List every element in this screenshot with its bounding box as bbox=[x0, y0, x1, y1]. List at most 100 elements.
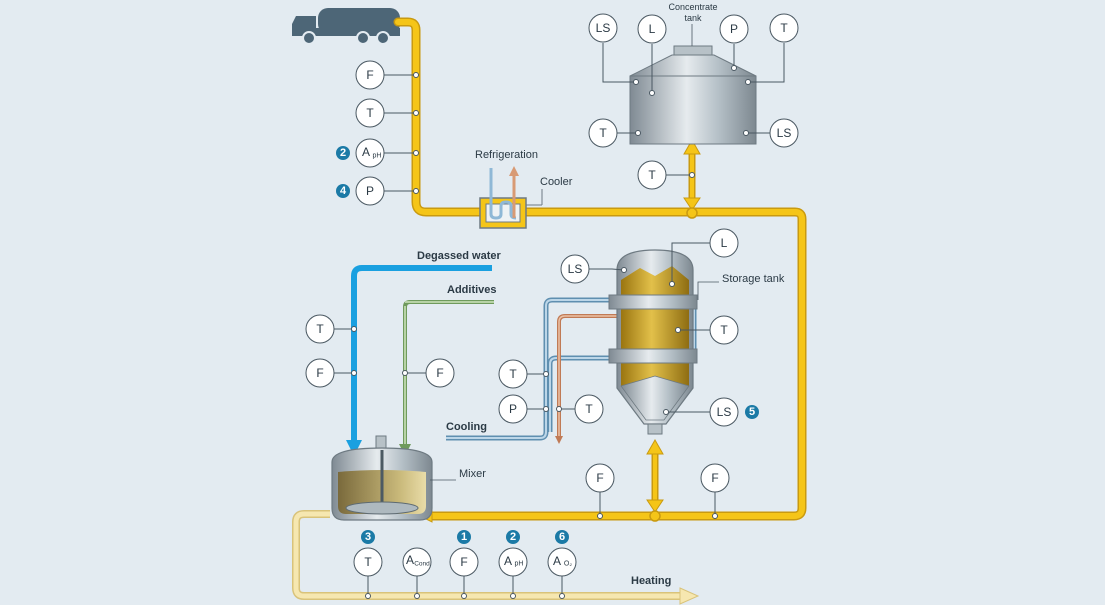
badge-storage-level-switch: 5 bbox=[745, 405, 759, 419]
concentrate-tank-label-line2: tank bbox=[684, 13, 702, 23]
svg-text:P: P bbox=[730, 22, 738, 36]
svg-text:T: T bbox=[780, 21, 788, 35]
storage-tank-label: Storage tank bbox=[722, 273, 785, 285]
tanker-truck-icon bbox=[292, 8, 400, 45]
badge-truck-ph: 2 bbox=[336, 146, 350, 160]
instrument-concentrate-level: L bbox=[637, 14, 667, 44]
svg-text:T: T bbox=[364, 555, 372, 569]
heating-label: Heating bbox=[631, 575, 671, 587]
concentrate-tank bbox=[629, 45, 757, 145]
svg-text:pH: pH bbox=[515, 561, 524, 568]
svg-text:L: L bbox=[649, 22, 656, 36]
tap-points bbox=[351, 65, 751, 599]
svg-text:A: A bbox=[362, 145, 370, 159]
instrument-line-flow-2: F bbox=[700, 463, 730, 493]
svg-text:T: T bbox=[720, 323, 728, 337]
degassed-water-pipe bbox=[351, 265, 492, 444]
product-pipe bbox=[393, 17, 807, 521]
instrument-concentrate-temperature-top: T bbox=[769, 13, 799, 43]
svg-text:F: F bbox=[316, 366, 323, 380]
svg-text:F: F bbox=[460, 555, 467, 569]
cooler-label: Cooler bbox=[540, 176, 573, 188]
svg-text:T: T bbox=[648, 168, 656, 182]
refrigeration-label: Refrigeration bbox=[475, 149, 538, 161]
svg-text:Cond: Cond bbox=[414, 561, 430, 568]
svg-text:5: 5 bbox=[749, 406, 755, 418]
storage-transfer-pipe bbox=[646, 438, 664, 522]
svg-text:A: A bbox=[504, 554, 512, 568]
degassed-water-label: Degassed water bbox=[417, 250, 501, 262]
instrument-truck-pressure: P bbox=[355, 176, 385, 206]
svg-text:F: F bbox=[596, 471, 603, 485]
badge-outlet-flow: 1 bbox=[457, 530, 471, 544]
svg-text:T: T bbox=[316, 322, 324, 336]
svg-text:LS: LS bbox=[568, 262, 583, 276]
storage-tank bbox=[608, 249, 698, 435]
svg-text:LS: LS bbox=[717, 405, 732, 419]
svg-text:4: 4 bbox=[340, 185, 347, 197]
cooler-heat-exchanger bbox=[479, 166, 527, 229]
instrument-truck-temperature: T bbox=[355, 98, 385, 128]
instrument-cooling-return-temperature: T bbox=[574, 394, 604, 424]
concentrate-tank-label-line1: Concentrate bbox=[668, 2, 717, 12]
cooling-label: Cooling bbox=[446, 421, 487, 433]
instrument-concentrate-temperature: T bbox=[588, 118, 618, 148]
svg-text:F: F bbox=[711, 471, 718, 485]
svg-text:LS: LS bbox=[596, 21, 611, 35]
svg-text:A: A bbox=[553, 554, 561, 568]
instrument-outlet-temperature: T bbox=[353, 547, 383, 577]
instrument-concentrate-pressure: P bbox=[719, 14, 749, 44]
svg-text:2: 2 bbox=[340, 147, 346, 159]
svg-text:A: A bbox=[406, 553, 414, 567]
svg-text:O₂: O₂ bbox=[564, 561, 572, 568]
svg-text:T: T bbox=[599, 126, 607, 140]
svg-text:1: 1 bbox=[461, 531, 467, 543]
instrument-additives-flow: F bbox=[425, 358, 455, 388]
instrument-water-temperature: T bbox=[305, 314, 335, 344]
heating-pipe bbox=[292, 510, 700, 605]
instrument-water-flow: F bbox=[305, 358, 335, 388]
instrument-storage-level: L bbox=[709, 228, 739, 258]
mixer-tank bbox=[331, 435, 433, 521]
additives-label: Additives bbox=[447, 284, 497, 296]
svg-text:3: 3 bbox=[365, 531, 371, 543]
instrument-storage-level-switch: LS bbox=[709, 397, 739, 427]
instrument-storage-temperature: T bbox=[709, 315, 739, 345]
svg-text:P: P bbox=[509, 402, 517, 416]
svg-text:F: F bbox=[436, 366, 443, 380]
instrument-concentrate-level-switch-top: LS bbox=[588, 13, 618, 43]
mixer-label: Mixer bbox=[459, 468, 486, 480]
svg-text:6: 6 bbox=[559, 531, 565, 543]
svg-text:T: T bbox=[585, 402, 593, 416]
instrument-cooling-pressure: P bbox=[498, 394, 528, 424]
water-inlet-arrow bbox=[346, 440, 362, 456]
instrument-storage-level-switch-top: LS bbox=[560, 254, 590, 284]
svg-text:T: T bbox=[366, 106, 374, 120]
instrument-connectors bbox=[334, 43, 785, 596]
concentrate-transfer-pipe bbox=[683, 138, 701, 219]
instrument-truck-flow: F bbox=[355, 60, 385, 90]
instrument-outlet-flow: F bbox=[449, 547, 479, 577]
svg-text:pH: pH bbox=[373, 153, 382, 160]
instrument-pipe-temperature: T bbox=[637, 160, 667, 190]
instrument-cooling-temperature: T bbox=[498, 359, 528, 389]
badge-outlet-oxygen: 6 bbox=[555, 530, 569, 544]
badge-outlet-ph: 2 bbox=[506, 530, 520, 544]
svg-text:LS: LS bbox=[777, 126, 792, 140]
instrument-concentrate-level-switch: LS bbox=[769, 118, 799, 148]
badge-truck-pressure: 4 bbox=[336, 184, 350, 198]
label-leaders bbox=[430, 24, 719, 481]
svg-text:F: F bbox=[366, 68, 373, 82]
svg-text:L: L bbox=[721, 236, 728, 250]
badge-outlet-temperature: 3 bbox=[361, 530, 375, 544]
svg-text:T: T bbox=[509, 367, 517, 381]
instrument-line-flow-1: F bbox=[585, 463, 615, 493]
svg-text:P: P bbox=[366, 184, 374, 198]
svg-text:2: 2 bbox=[510, 531, 516, 543]
